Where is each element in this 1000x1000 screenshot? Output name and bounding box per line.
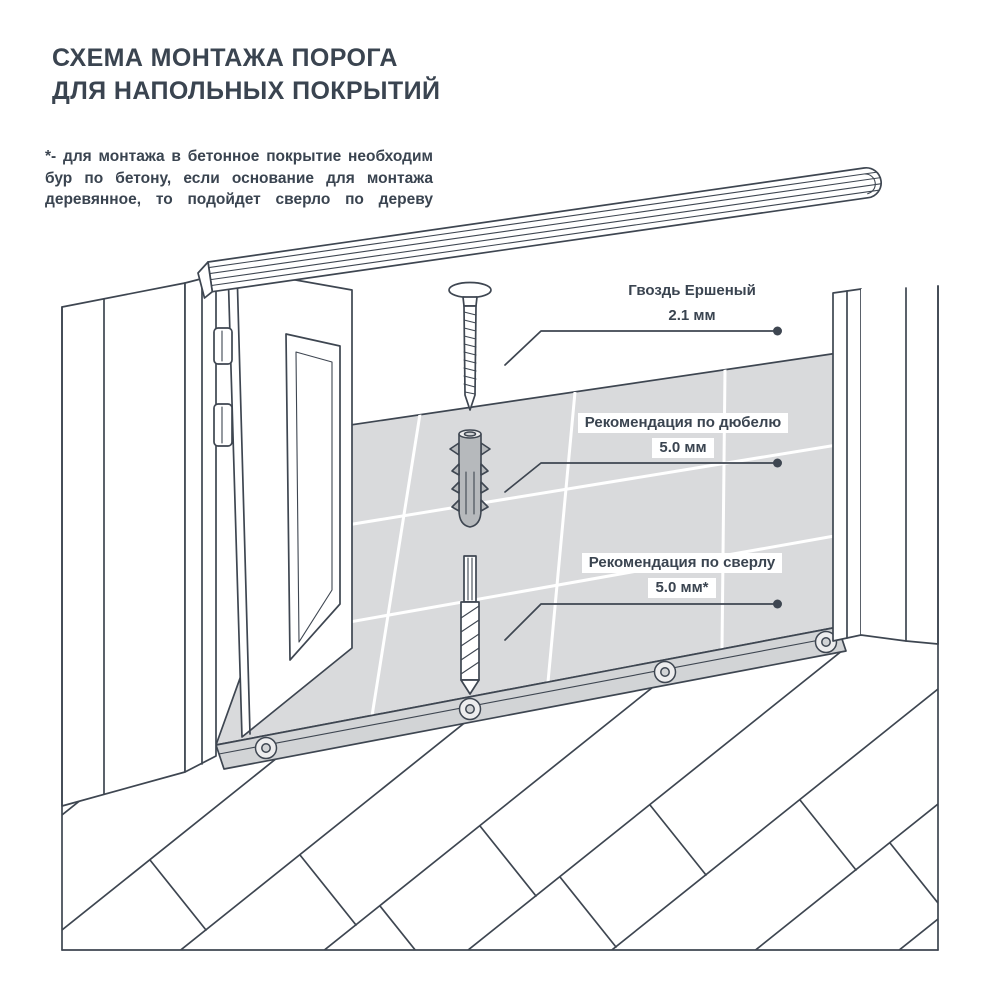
door-hinge	[213, 403, 233, 447]
left-wall	[61, 282, 186, 807]
callout-dowel: Рекомендация по дюбелю 5.0 мм	[548, 413, 818, 458]
callout-nail-label: Гвоздь Ершеный	[621, 281, 763, 301]
drill-bit-drawing	[460, 555, 480, 695]
page-title: СХЕМА МОНТАЖА ПОРОГА ДЛЯ НАПОЛЬНЫХ ПОКРЫ…	[52, 42, 440, 108]
barbed-nail-drawing	[448, 281, 492, 411]
callout-nail: Гвоздь Ершеный 2.1 мм	[557, 281, 827, 326]
callout-drill-label: Рекомендация по сверлу	[581, 553, 783, 573]
right-wall	[860, 285, 939, 645]
plank-floor	[62, 636, 938, 950]
screw-cap	[814, 630, 838, 654]
screw-cap	[254, 736, 278, 760]
left-door-jamb	[184, 274, 217, 773]
footnote: *- для монтажа в бетонное покрытие необх…	[45, 146, 433, 211]
mounting-strip	[215, 626, 847, 770]
footnote-line: деревянное, то подойдет сверло по дереву	[45, 191, 433, 208]
screw-cap	[653, 660, 677, 684]
page-title-line2: ДЛЯ НАПОЛЬНЫХ ПОКРЫТИЙ	[52, 77, 441, 105]
scene-border	[61, 285, 939, 951]
screw-cap	[458, 697, 482, 721]
door-leaf	[227, 267, 353, 738]
callout-dowel-value: 5.0 мм	[652, 438, 714, 458]
callout-drill: Рекомендация по сверлу 5.0 мм*	[547, 553, 817, 598]
callout-dowel-label: Рекомендация по дюбелю	[577, 413, 789, 433]
footnote-line: бур по бетону, если основание для монтаж…	[45, 169, 433, 187]
callout-nail-value: 2.1 мм	[661, 306, 723, 326]
right-door-jamb	[832, 288, 862, 642]
footnote-line: *- для монтажа в бетонное покрытие необх…	[45, 148, 433, 165]
door-hinge	[213, 327, 233, 365]
dowel-drawing	[449, 429, 491, 528]
page-title-line1: СХЕМА МОНТАЖА ПОРОГА	[52, 44, 398, 72]
callout-leader-lines	[504, 326, 782, 641]
threshold-profile	[197, 167, 882, 299]
callout-drill-value: 5.0 мм*	[648, 578, 716, 598]
